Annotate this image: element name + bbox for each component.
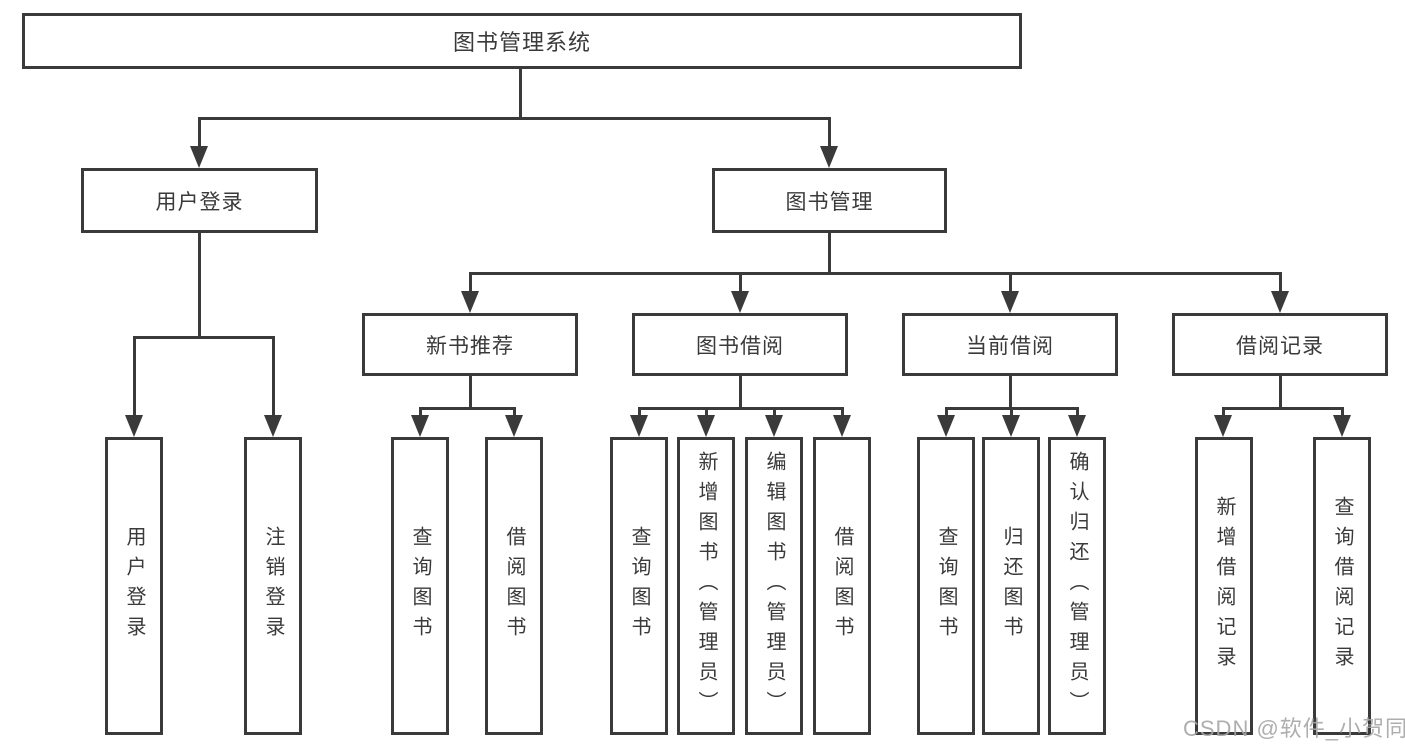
connector bbox=[638, 407, 641, 419]
connector bbox=[133, 336, 275, 339]
leaf-label: 查询图书 bbox=[409, 526, 431, 646]
node-new-book-recommendation: 新书推荐 bbox=[362, 313, 578, 376]
connector bbox=[469, 272, 472, 294]
arrowhead-down-icon bbox=[505, 415, 523, 437]
arrowhead-down-icon bbox=[1068, 415, 1086, 437]
connector bbox=[828, 117, 831, 149]
leaf-add-book-admin: 新增图书（管理员） bbox=[677, 437, 735, 735]
leaf-query-books-borrowing: 查询图书 bbox=[610, 437, 668, 735]
arrowhead-down-icon bbox=[1214, 415, 1232, 437]
connector bbox=[1222, 407, 1225, 419]
node-library-system: 图书管理系统 bbox=[22, 13, 1022, 69]
arrowhead-down-icon bbox=[264, 415, 282, 437]
connector bbox=[828, 231, 831, 275]
connector bbox=[419, 407, 422, 419]
leaf-label: 查询借阅记录 bbox=[1331, 496, 1353, 676]
leaf-user-login: 用户登录 bbox=[105, 437, 163, 735]
arrowhead-down-icon bbox=[630, 415, 648, 437]
leaf-label: 查询图书 bbox=[935, 526, 957, 646]
leaf-confirm-return-admin: 确认归还（管理员） bbox=[1048, 437, 1106, 735]
node-current-borrowing: 当前借阅 bbox=[902, 313, 1118, 376]
arrowhead-down-icon bbox=[937, 415, 955, 437]
leaf-add-borrow-record: 新增借阅记录 bbox=[1195, 437, 1253, 735]
connector bbox=[773, 407, 776, 419]
connector bbox=[739, 374, 742, 410]
connector bbox=[1279, 374, 1282, 410]
connector bbox=[841, 407, 844, 419]
leaf-label: 归还图书 bbox=[1000, 526, 1022, 646]
connector bbox=[198, 117, 831, 120]
connector bbox=[519, 68, 522, 119]
connector bbox=[1009, 272, 1012, 294]
leaf-label: 注销登录 bbox=[262, 526, 284, 646]
connector bbox=[513, 407, 516, 419]
leaf-query-borrow-record: 查询借阅记录 bbox=[1313, 437, 1371, 735]
connector bbox=[469, 272, 1282, 275]
connector bbox=[469, 374, 472, 410]
leaf-query-books-current: 查询图书 bbox=[917, 437, 975, 735]
connector bbox=[419, 407, 516, 410]
leaf-label: 查询图书 bbox=[628, 526, 650, 646]
arrowhead-down-icon bbox=[833, 415, 851, 437]
leaf-borrow-books: 借阅图书 bbox=[813, 437, 871, 735]
connector bbox=[1009, 374, 1012, 410]
leaf-label: 编辑图书（管理员） bbox=[763, 451, 785, 721]
arrowhead-down-icon bbox=[731, 291, 749, 313]
connector bbox=[945, 407, 948, 419]
connector bbox=[739, 272, 742, 294]
arrowhead-down-icon bbox=[461, 291, 479, 313]
leaf-query-books-recommend: 查询图书 bbox=[391, 437, 449, 735]
arrowhead-down-icon bbox=[1271, 291, 1289, 313]
arrowhead-down-icon bbox=[765, 415, 783, 437]
leaf-label: 新增图书（管理员） bbox=[695, 451, 717, 721]
node-user-login: 用户登录 bbox=[81, 168, 318, 233]
connector bbox=[638, 407, 844, 410]
leaf-edit-book-admin: 编辑图书（管理员） bbox=[745, 437, 803, 735]
leaf-label: 新增借阅记录 bbox=[1213, 496, 1235, 676]
connector bbox=[1222, 407, 1344, 410]
connector bbox=[705, 407, 708, 419]
connector bbox=[133, 336, 136, 418]
connector bbox=[272, 336, 275, 418]
leaf-return-books: 归还图书 bbox=[982, 437, 1040, 735]
leaf-label: 确认归还（管理员） bbox=[1066, 451, 1088, 721]
arrowhead-down-icon bbox=[1333, 415, 1351, 437]
connector bbox=[1010, 407, 1013, 419]
connector bbox=[1076, 407, 1079, 419]
leaf-label: 借阅图书 bbox=[831, 526, 853, 646]
arrowhead-down-icon bbox=[411, 415, 429, 437]
csdn-watermark: CSDN @软件_小贺同学 bbox=[1183, 716, 1405, 741]
arrowhead-down-icon bbox=[820, 146, 838, 168]
connector bbox=[1341, 407, 1344, 419]
node-book-borrowing: 图书借阅 bbox=[632, 313, 848, 376]
arrowhead-down-icon bbox=[125, 415, 143, 437]
leaf-logout: 注销登录 bbox=[244, 437, 302, 735]
arrowhead-down-icon bbox=[190, 146, 208, 168]
arrowhead-down-icon bbox=[1001, 291, 1019, 313]
arrowhead-down-icon bbox=[1002, 415, 1020, 437]
node-book-management: 图书管理 bbox=[712, 168, 947, 233]
leaf-borrow-books-recommend: 借阅图书 bbox=[485, 437, 543, 735]
connector bbox=[198, 117, 201, 149]
leaf-label: 借阅图书 bbox=[503, 526, 525, 646]
connector bbox=[1279, 272, 1282, 294]
leaf-label: 用户登录 bbox=[123, 526, 145, 646]
node-borrowing-records: 借阅记录 bbox=[1172, 313, 1388, 376]
arrowhead-down-icon bbox=[697, 415, 715, 437]
connector bbox=[198, 231, 201, 339]
